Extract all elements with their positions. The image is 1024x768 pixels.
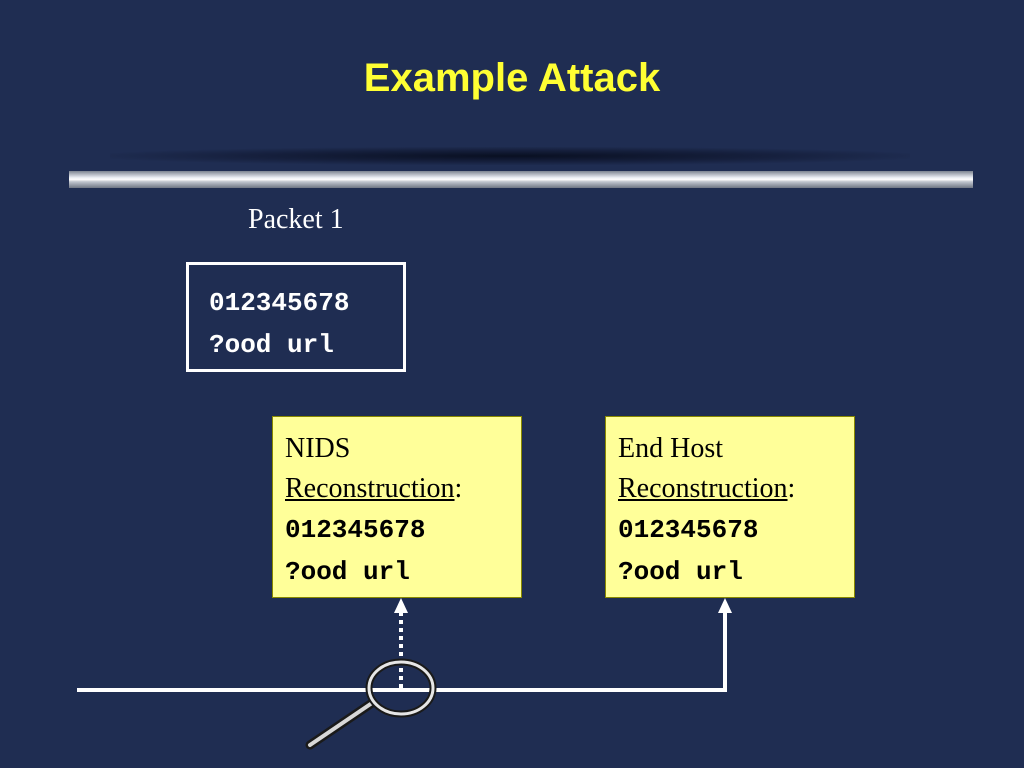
- nids-data-line-1: 012345678: [285, 515, 426, 545]
- nids-reconstruction-word: Reconstruction: [285, 473, 455, 504]
- nids-reconstruction-box: NIDS Reconstruction: 012345678 ?ood url: [272, 416, 522, 598]
- host-data-line-2: ?ood url: [618, 557, 743, 587]
- host-reconstruction-label: Reconstruction:: [618, 469, 854, 509]
- host-arrowhead: [718, 598, 732, 613]
- host-reconstruction-box: End Host Reconstruction: 012345678 ?ood …: [605, 416, 855, 598]
- packet-line-2: ?ood url: [209, 330, 334, 360]
- packet-box: 012345678 ?ood url: [186, 262, 406, 372]
- host-title: End Host: [618, 433, 723, 464]
- host-colon: :: [787, 473, 796, 504]
- nids-colon: :: [454, 473, 463, 504]
- nids-reconstruction-label: Reconstruction:: [285, 469, 521, 509]
- host-reconstruction-word: Reconstruction: [618, 473, 788, 504]
- title-shadow: [110, 147, 910, 165]
- packet-label: Packet 1: [248, 204, 344, 235]
- nids-title: NIDS: [285, 433, 351, 464]
- packet-line-1: 012345678: [209, 288, 350, 318]
- slide-title: Example Attack: [363, 56, 661, 100]
- host-data-line-1: 012345678: [618, 515, 759, 545]
- nids-data-line-2: ?ood url: [285, 557, 410, 587]
- magnifying-glass-icon: [305, 658, 437, 750]
- nids-arrowhead: [394, 598, 408, 613]
- title-rule: [69, 171, 973, 188]
